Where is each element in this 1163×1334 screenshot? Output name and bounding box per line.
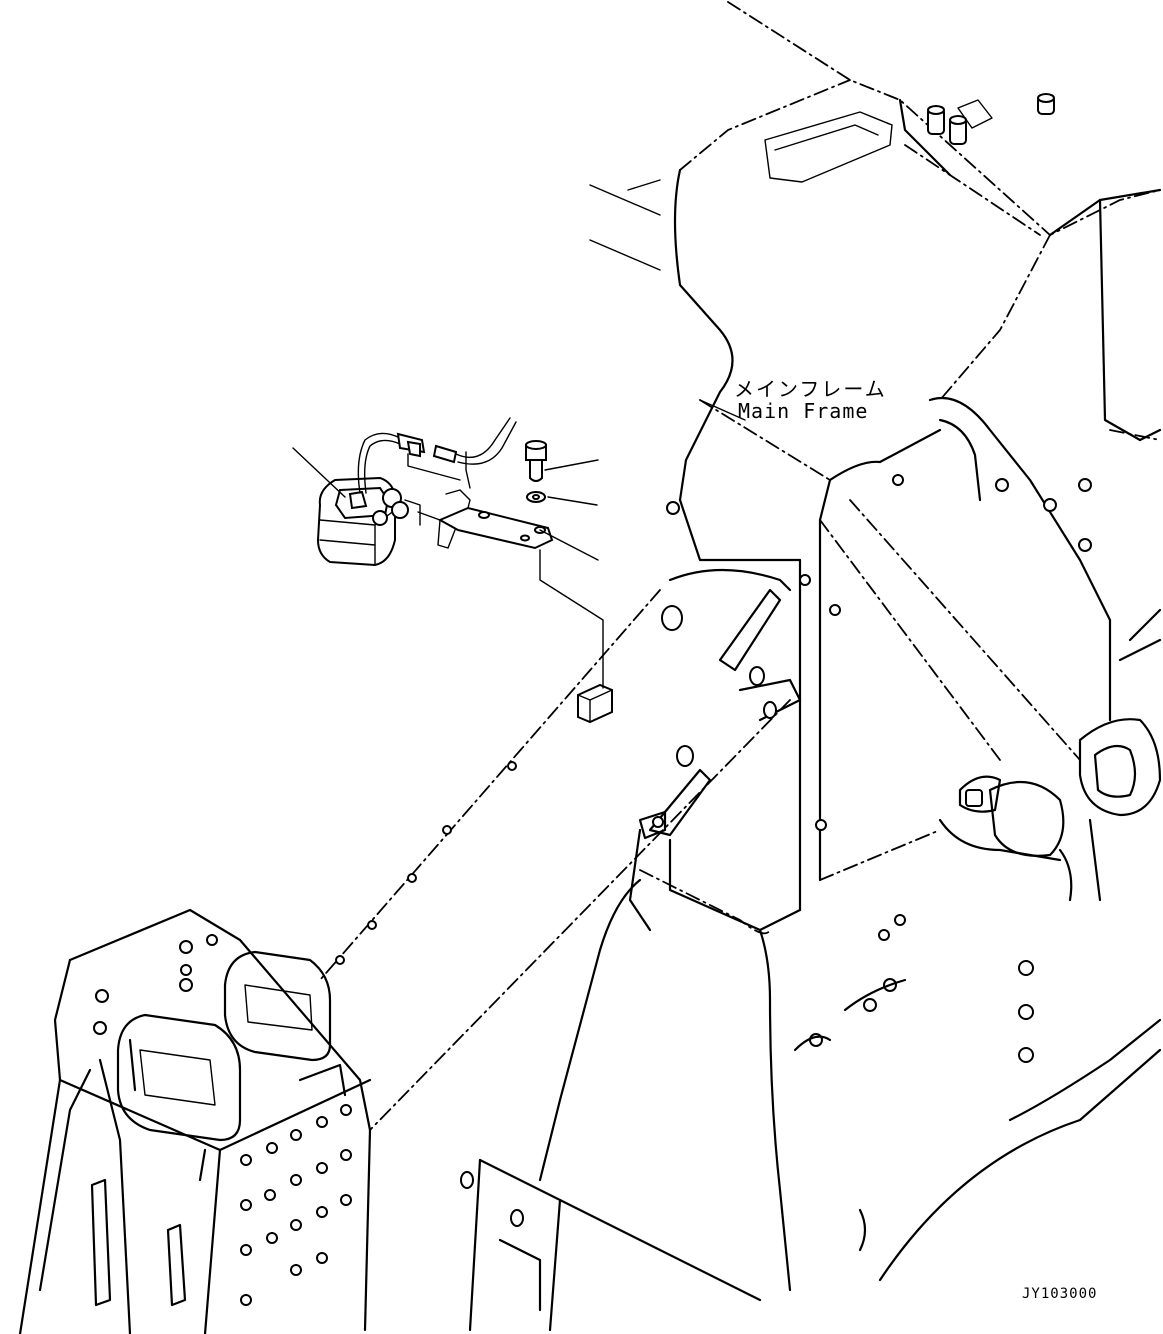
main-frame-right: [666, 396, 1162, 1282]
bracket-icon: [437, 489, 554, 550]
chassis-lower: [468, 1158, 762, 1332]
main-frame-label-en: Main Frame: [738, 399, 869, 423]
work-lamp-icon: [316, 417, 517, 567]
drawing-code: JY103000: [1022, 1286, 1098, 1302]
main-frame-upper: [589, 1, 1162, 502]
leader-lines: [292, 399, 746, 689]
bolt-icon: [525, 440, 547, 482]
main-frame-label-jp: メインフレーム: [734, 377, 887, 401]
cab-structure: [18, 908, 372, 1334]
washer-icon: [526, 491, 546, 503]
